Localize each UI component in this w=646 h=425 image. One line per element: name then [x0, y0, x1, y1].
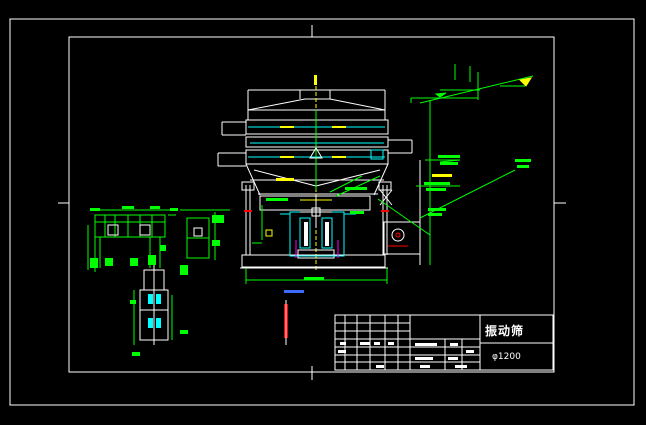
title-block	[334, 314, 554, 371]
drawing-title: 振动筛	[485, 324, 525, 338]
title-block-fill	[338, 342, 474, 368]
crosshair-cursor-icon	[300, 196, 332, 228]
centering-marks	[58, 25, 566, 380]
drawing-model-number: φ1200	[492, 352, 521, 362]
slope-detail	[410, 64, 534, 104]
section-detail	[284, 290, 304, 345]
sieve-main-view	[217, 75, 531, 284]
left-detail-view	[87, 206, 230, 356]
